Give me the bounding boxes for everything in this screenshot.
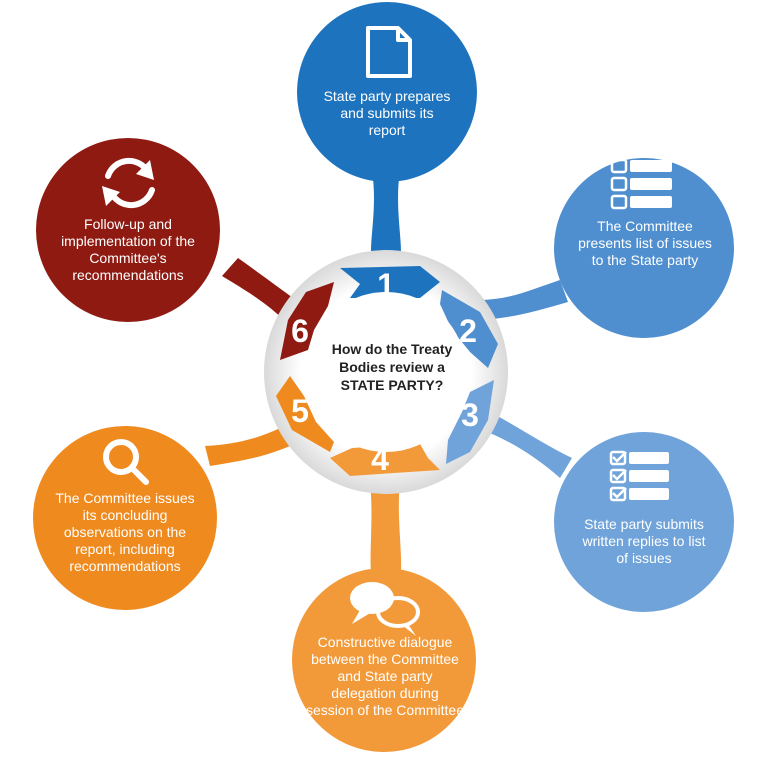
step-5-text: The Committee issues its concluding obse… (55, 490, 195, 574)
segment-4 (330, 444, 440, 476)
step-number-4: 4 (371, 441, 389, 477)
bubble-2 (554, 158, 734, 338)
connector-6 (222, 258, 296, 318)
center-question: How do the Treaty Bodies review a STATE … (331, 341, 453, 393)
step-number-6: 6 (291, 313, 309, 349)
bubble-3 (554, 432, 734, 612)
connector-3 (482, 412, 572, 478)
step-number-5: 5 (291, 393, 309, 429)
magnifier-icon (103, 439, 149, 485)
segment-2 (440, 290, 498, 368)
document-icon (366, 26, 412, 78)
connector-5 (205, 428, 290, 466)
segment-1 (340, 266, 440, 298)
bubble-1 (297, 2, 477, 182)
center-circle (306, 292, 466, 452)
connector-1 (371, 170, 401, 262)
step-3-text: State party submits written replies to l… (582, 516, 706, 566)
step-1-text: State party prepares and submits its rep… (323, 88, 451, 138)
step-number-3: 3 (461, 397, 479, 433)
bubble-4 (292, 568, 476, 752)
refresh-icon (102, 157, 155, 209)
step-number-2: 2 (459, 313, 477, 349)
step-bubbles (33, 2, 734, 752)
bubble-5 (33, 426, 217, 610)
segment-5 (276, 376, 334, 452)
connector-2 (478, 280, 568, 320)
list-icon (610, 158, 672, 210)
step-4-text: Constructive dialogue between the Commit… (306, 634, 464, 718)
connectors (205, 170, 572, 580)
checklist-icon (609, 450, 669, 502)
chat-bubbles-icon (350, 582, 420, 636)
connector-4 (370, 482, 402, 580)
arrow-segments (276, 266, 498, 476)
step-6-text: Follow-up and implementation of the Comm… (61, 216, 195, 283)
segment-3 (446, 380, 494, 464)
step-number-1: 1 (377, 267, 395, 303)
step-2-text: The Committee presents list of issues to… (578, 218, 712, 268)
bubble-6 (36, 138, 220, 322)
segment-6 (280, 282, 334, 360)
